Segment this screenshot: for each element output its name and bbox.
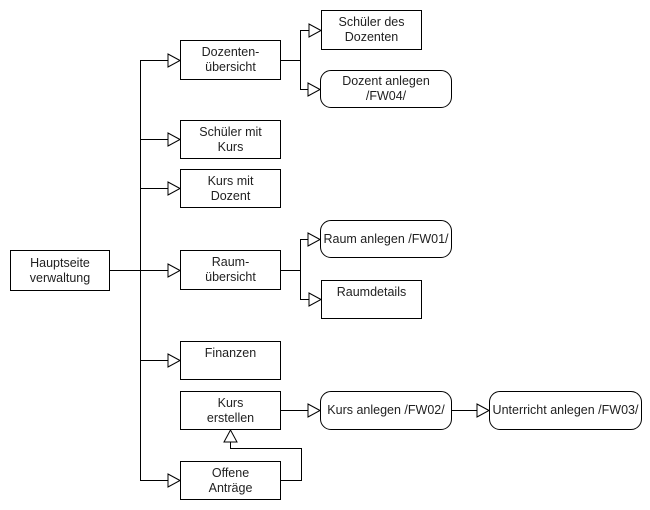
node-raum-uebersicht: Raum- übersicht <box>180 250 281 290</box>
arrow-right-icon <box>307 403 322 418</box>
arrow-right-icon <box>308 23 323 38</box>
node-schueler-des-dozenten: Schüler des Dozenten <box>321 10 422 50</box>
node-raumdetails: Raumdetails <box>321 280 422 319</box>
arrow-right-icon <box>167 181 182 196</box>
connector-offene-kurs-erstellen <box>230 442 302 481</box>
arrow-up-icon <box>223 428 238 443</box>
arrow-right-icon <box>167 473 182 488</box>
arrow-right-icon <box>307 232 322 247</box>
node-kurs-mit-dozent: Kurs mit Dozent <box>180 169 281 208</box>
arrow-right-icon <box>308 292 323 307</box>
node-offene-antraege: Offene Anträge <box>180 461 281 500</box>
node-finanzen: Finanzen <box>180 341 281 380</box>
node-raum-anlegen-fw01: Raum anlegen /FW01/ <box>320 220 452 258</box>
arrow-right-icon <box>307 82 322 97</box>
node-dozenten-uebersicht: Dozenten- übersicht <box>180 40 281 80</box>
node-dozent-anlegen-fw04: Dozent anlegen /FW04/ <box>320 70 452 108</box>
arrow-right-icon <box>167 353 182 368</box>
node-kurs-anlegen-fw02: Kurs anlegen /FW02/ <box>320 391 452 430</box>
connector-dozenten-split <box>281 30 309 90</box>
arrow-right-icon <box>167 263 182 278</box>
node-schueler-mit-kurs: Schüler mit Kurs <box>180 120 281 159</box>
node-kurs-erstellen: Kurs erstellen <box>180 391 281 430</box>
arrow-right-icon <box>167 132 182 147</box>
connector-raum-split <box>281 239 309 300</box>
arrow-right-icon <box>476 403 491 418</box>
arrow-right-icon <box>167 53 182 68</box>
node-unterricht-anlegen-fw03: Unterricht anlegen /FW03/ <box>489 391 642 430</box>
node-hauptseite-verwaltung: Hauptseite verwaltung <box>10 250 110 291</box>
